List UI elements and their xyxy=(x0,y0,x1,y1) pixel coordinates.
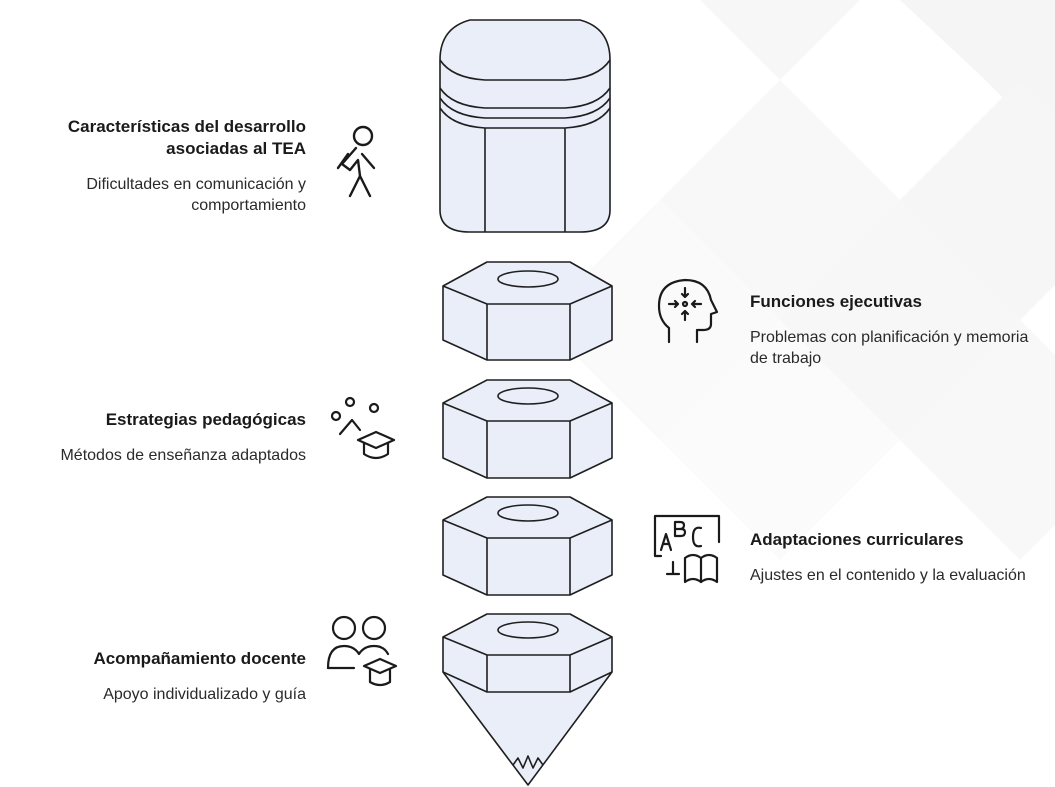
graduation-ideas-icon xyxy=(326,394,400,464)
item-description: Problemas con planificación y memoria de… xyxy=(750,329,1029,367)
top-cap-block xyxy=(439,19,611,233)
hex-nut-block-3 xyxy=(442,496,613,596)
item-pedagogical-strategies: Estrategias pedagógicas Métodos de enseñ… xyxy=(6,409,306,466)
item-description: Ajustes en el contenido y la evaluación xyxy=(750,567,1026,584)
item-curricular-adaptations: Adaptaciones curriculares Ajustes en el … xyxy=(750,529,1050,586)
item-title: Estrategias pedagógicas xyxy=(105,410,306,429)
item-title: Funciones ejecutivas xyxy=(750,292,922,311)
hex-nut-block-1 xyxy=(442,261,613,361)
item-description: Dificultades en comunicación y comportam… xyxy=(86,176,306,214)
walking-person-icon xyxy=(328,124,384,200)
item-description: Métodos de enseñanza adaptados xyxy=(60,447,306,464)
item-title: Adaptaciones curriculares xyxy=(750,530,964,549)
item-title: Acompañamiento docente xyxy=(93,649,306,668)
teacher-students-icon xyxy=(324,614,402,690)
item-executive-functions: Funciones ejecutivas Problemas con plani… xyxy=(750,291,1050,369)
hex-nut-block-2 xyxy=(442,379,613,479)
item-characteristics: Características del desarrollo asociadas… xyxy=(6,116,306,216)
item-title: Características del desarrollo asociadas… xyxy=(67,117,306,158)
item-teacher-support: Acompañamiento docente Apoyo individuali… xyxy=(6,648,306,705)
abc-book-icon xyxy=(653,512,723,586)
pointed-tip-block xyxy=(442,613,613,786)
head-focus-icon xyxy=(655,276,721,348)
item-description: Apoyo individualizado y guía xyxy=(103,686,306,703)
